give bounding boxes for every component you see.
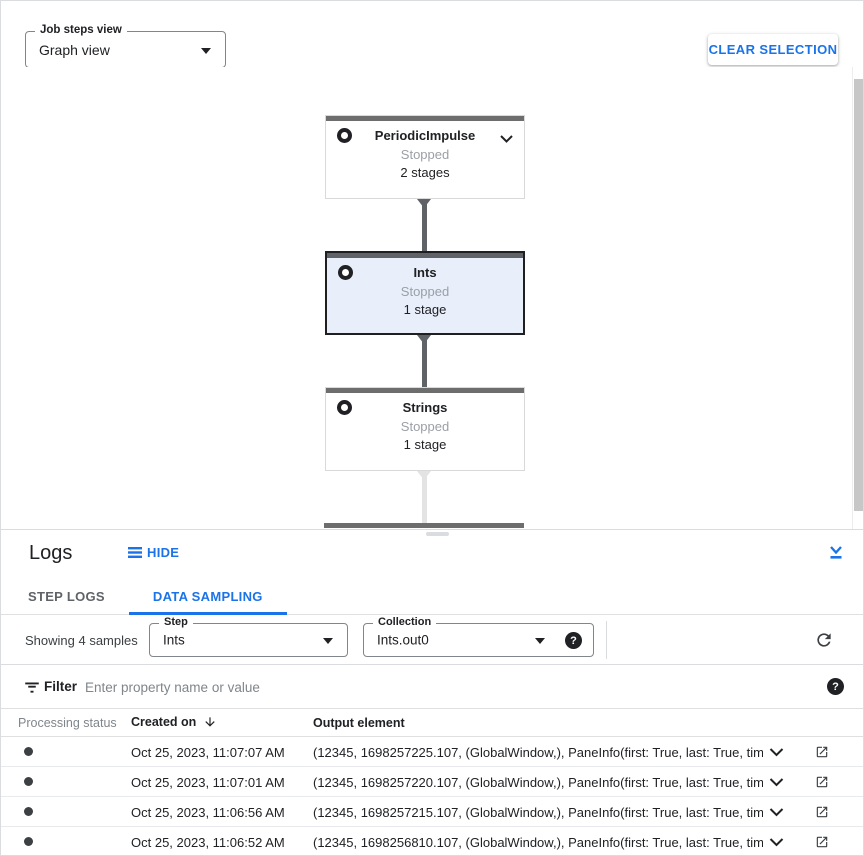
stopped-status-ring-icon — [338, 265, 353, 280]
collection-select-value: Ints.out0 — [377, 632, 429, 648]
job-steps-view-value: Graph view — [39, 41, 110, 58]
edge-arrow-icon — [417, 199, 431, 208]
open-in-new-icon[interactable] — [815, 775, 829, 792]
node-stage-count: 2 stages — [400, 165, 450, 180]
processing-status-dot-icon — [24, 807, 33, 816]
hide-label: HIDE — [147, 545, 180, 560]
filter-label: Filter — [44, 679, 78, 694]
open-in-new-icon[interactable] — [815, 745, 829, 762]
open-in-new-icon[interactable] — [815, 835, 829, 852]
panel-resize-handle[interactable] — [426, 532, 449, 536]
sample-rows: Oct 25, 2023, 11:07:07 AM (12345, 169825… — [1, 737, 863, 855]
logs-header: Logs HIDE — [1, 530, 863, 578]
graph-edge — [417, 335, 431, 387]
sample-row[interactable]: Oct 25, 2023, 11:06:52 AM (12345, 169825… — [1, 827, 863, 855]
job-steps-view-select[interactable]: Job steps view Graph view — [25, 24, 226, 68]
expand-row-chevron-icon[interactable] — [769, 805, 784, 820]
output-element-cell: (12345, 1698257220.107, (GlobalWindow,),… — [313, 775, 763, 790]
node-title: Ints — [413, 265, 437, 280]
output-element-cell: (12345, 1698257225.107, (GlobalWindow,),… — [313, 745, 763, 760]
created-on-cell: Oct 25, 2023, 11:07:01 AM — [131, 775, 285, 790]
sampling-toolbar: Showing 4 samples Step Ints Collection I… — [1, 615, 863, 665]
column-output-element: Output element — [313, 716, 405, 730]
logs-tab[interactable]: STEP LOGS — [12, 578, 121, 614]
graph-step-node[interactable]: Ints Stopped 1 stage — [325, 251, 525, 335]
column-processing-status: Processing status — [18, 716, 117, 730]
dropdown-arrow-icon — [323, 638, 333, 644]
table-header: Processing status Created on Output elem… — [1, 709, 863, 737]
node-topbar — [327, 253, 523, 258]
filter-input[interactable] — [85, 673, 775, 701]
processing-status-dot-icon — [24, 837, 33, 846]
graph-scrollbar — [852, 67, 863, 529]
stopped-status-ring-icon — [337, 128, 352, 143]
created-on-label: Created on — [131, 715, 197, 729]
stopped-status-ring-icon — [337, 400, 352, 415]
hide-lines-icon — [128, 547, 142, 558]
filter-help-icon[interactable]: ? — [827, 678, 844, 695]
expand-row-chevron-icon[interactable] — [769, 835, 784, 850]
logs-tabs: STEP LOGS DATA SAMPLING — [1, 578, 863, 615]
tab-label: DATA SAMPLING — [152, 588, 263, 604]
node-title: PeriodicImpulse — [374, 128, 476, 143]
sample-count-text: Showing 4 samples — [25, 633, 138, 648]
collection-select[interactable]: Collection Ints.out0 ? — [363, 616, 594, 657]
created-on-cell: Oct 25, 2023, 11:07:07 AM — [131, 745, 285, 760]
chevron-down-icon[interactable] — [500, 130, 513, 148]
tab-label: STEP LOGS — [28, 588, 105, 604]
collection-help-icon[interactable]: ? — [565, 632, 582, 649]
sample-row[interactable]: Oct 25, 2023, 11:07:01 AM (12345, 169825… — [1, 767, 863, 797]
node-topbar — [326, 388, 524, 393]
node-title: Strings — [402, 400, 448, 415]
job-steps-view-label: Job steps view — [35, 24, 127, 36]
dropdown-arrow-icon — [201, 47, 211, 54]
created-on-cell: Oct 25, 2023, 11:06:52 AM — [131, 835, 285, 850]
column-created-on[interactable]: Created on — [131, 715, 217, 729]
node-status: Stopped — [400, 419, 450, 434]
node-topbar — [326, 116, 524, 121]
open-in-new-icon[interactable] — [815, 805, 829, 822]
graph-edge — [417, 471, 431, 523]
logs-panel-title: Logs — [29, 542, 73, 564]
filter-bar: Filter ? — [1, 665, 863, 709]
logs-panel: Logs HIDE STEP LOGS DATA SAMPLING Showin… — [1, 529, 863, 855]
graph-step-node[interactable]: PeriodicImpulse Stopped 2 stages — [325, 115, 525, 199]
graph-scrollbar-thumb[interactable] — [854, 79, 863, 511]
filter-list-icon — [23, 678, 41, 701]
expand-row-chevron-icon[interactable] — [769, 775, 784, 790]
vertical-divider — [606, 621, 607, 659]
step-select[interactable]: Step Ints — [149, 616, 348, 657]
hide-logs-button[interactable]: HIDE — [128, 545, 179, 560]
created-on-cell: Oct 25, 2023, 11:06:56 AM — [131, 805, 285, 820]
processing-status-dot-icon — [24, 747, 33, 756]
processing-status-dot-icon — [24, 777, 33, 786]
job-graph-canvas: PeriodicImpulse Stopped 2 stages Ints St… — [1, 67, 863, 529]
logs-tab[interactable]: DATA SAMPLING — [128, 578, 287, 615]
output-element-cell: (12345, 1698257215.107, (GlobalWindow,),… — [313, 805, 763, 820]
graph-step-node[interactable]: Strings Stopped 1 stage — [325, 387, 525, 471]
output-element-cell: (12345, 1698256810.107, (GlobalWindow,),… — [313, 835, 763, 850]
dropdown-arrow-icon — [535, 638, 545, 644]
edge-arrow-icon — [417, 471, 431, 480]
node-status: Stopped — [400, 284, 450, 299]
sample-row[interactable]: Oct 25, 2023, 11:07:07 AM (12345, 169825… — [1, 737, 863, 767]
step-select-label: Step — [159, 616, 193, 628]
partially-visible-node[interactable] — [324, 523, 524, 528]
node-stage-count: 1 stage — [403, 437, 447, 452]
edge-arrow-icon — [417, 335, 431, 344]
node-stage-count: 1 stage — [403, 302, 447, 317]
collection-select-label: Collection — [373, 616, 437, 628]
step-select-value: Ints — [163, 632, 185, 648]
refresh-samples-icon[interactable] — [814, 630, 834, 653]
node-status: Stopped — [400, 147, 450, 162]
collapse-panel-icon[interactable] — [827, 543, 845, 565]
sort-descending-icon — [205, 717, 215, 727]
expand-row-chevron-icon[interactable] — [769, 745, 784, 760]
graph-edge — [417, 199, 431, 251]
sample-row[interactable]: Oct 25, 2023, 11:06:56 AM (12345, 169825… — [1, 797, 863, 827]
clear-selection-button[interactable]: CLEAR SELECTION — [708, 34, 838, 65]
